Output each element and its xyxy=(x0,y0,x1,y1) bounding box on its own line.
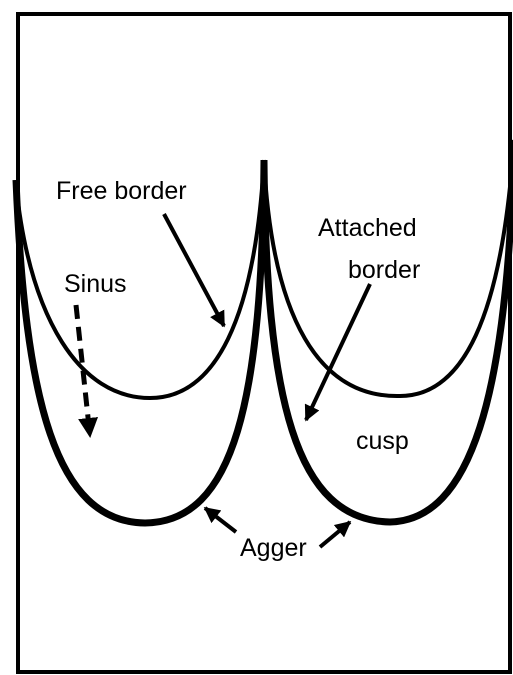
label-attached: Attached xyxy=(318,214,417,242)
arrow-agger-right xyxy=(318,520,352,549)
attached-border-curve-right xyxy=(260,139,513,526)
label-sinus: Sinus xyxy=(64,270,127,298)
label-agger: Agger xyxy=(240,534,307,562)
arrow-agger-left xyxy=(203,506,238,534)
arrow-free-border xyxy=(162,213,226,328)
free-border-curve-right xyxy=(262,139,513,399)
attached-border-curve-left xyxy=(12,159,268,527)
diagram-frame xyxy=(16,12,512,674)
arrow-attached-border xyxy=(304,283,372,422)
free-border-curve-left xyxy=(14,159,266,401)
label-cusp: cusp xyxy=(356,427,409,455)
label-border: border xyxy=(348,256,420,284)
label-free-border: Free border xyxy=(56,177,187,205)
